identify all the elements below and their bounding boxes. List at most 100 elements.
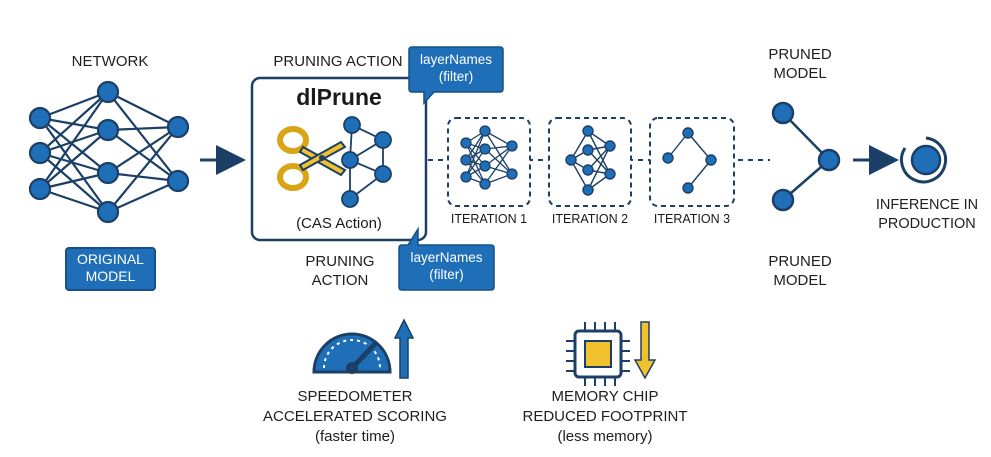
original-network-edge	[39, 91, 109, 154]
iteration-1-label: ITERATION 1	[450, 212, 528, 226]
iteration-1-network-edge	[465, 130, 486, 161]
original-network-edge	[107, 91, 179, 182]
original-network-edge	[107, 129, 179, 182]
pruned-model-top-label: PRUNED MODEL	[755, 45, 845, 83]
iteration-1-network-edge	[484, 145, 513, 185]
pruning-action-top-label: PRUNING ACTION	[273, 53, 403, 70]
callout-bottom-shape	[398, 226, 495, 291]
iteration-1-network	[460, 125, 518, 190]
callout-bottom-line-1: layerNames	[410, 250, 483, 265]
iteration-1-network-node	[460, 137, 472, 149]
original-network-node	[28, 177, 52, 201]
iteration-1-network-node	[506, 140, 518, 152]
scissors-icon	[277, 126, 347, 191]
original-network-node	[96, 161, 120, 185]
original-network-edge	[39, 171, 109, 191]
iteration-2-network-edge	[570, 159, 589, 191]
original-network-edge	[39, 187, 109, 214]
original-network-edge	[39, 129, 109, 190]
pruning-action-bottom-line-2: ACTION	[311, 272, 369, 289]
memory-caption-line-3: (less memory)	[557, 428, 653, 445]
original-network-node	[28, 141, 52, 165]
iteration-1-network-edge	[465, 130, 486, 178]
iteration-1-network-node	[479, 178, 491, 190]
iteration-2-network-edge	[587, 145, 611, 191]
iteration-1-network-edge	[484, 148, 513, 175]
memory-caption-line-2: REDUCED FOOTPRINT	[522, 408, 688, 425]
iteration-1-network-node	[479, 160, 491, 172]
iteration-3-box	[649, 117, 735, 207]
original-network-node	[28, 106, 52, 130]
iteration-2-network	[565, 125, 616, 196]
original-network-edge	[107, 171, 179, 183]
original-network-edge	[107, 126, 179, 174]
pruned-model-network	[771, 101, 841, 212]
iteration-2-network-node	[582, 125, 594, 137]
pruning-action-bottom-label: PRUNING ACTION	[290, 252, 390, 290]
pruning-action-bottom-line-1: PRUNING	[305, 253, 375, 270]
callout-top-line-1: layerNames	[419, 52, 493, 67]
callout-top-shape	[408, 46, 504, 105]
iteration-3-network	[662, 127, 717, 194]
inference-line-1: INFERENCE IN	[875, 197, 979, 213]
original-network-node	[96, 200, 120, 224]
inference-label: INFERENCE IN PRODUCTION	[868, 196, 986, 234]
callout-top: layerNames (filter)	[409, 51, 503, 85]
original-network-node	[166, 115, 190, 139]
network-label: NETWORK	[71, 53, 149, 70]
original-network-edge	[107, 179, 179, 214]
pruned-model-top-line-1: PRUNED	[768, 46, 832, 63]
original-network-edge	[39, 117, 109, 213]
iteration-3-label: ITERATION 3	[653, 212, 731, 226]
memory-caption-line-1: MEMORY CHIP	[551, 388, 659, 405]
original-network-edge	[107, 91, 179, 128]
callout-bottom-line-2: (filter)	[429, 267, 464, 282]
original-network-edge	[107, 125, 179, 132]
speedometer-caption-line-2: ACCELERATED SCORING	[263, 408, 447, 425]
iteration-2-label: ITERATION 2	[551, 212, 629, 226]
target-icon	[900, 136, 947, 184]
original-network-edge	[39, 117, 109, 174]
iteration-2-network-node	[565, 154, 577, 166]
speedometer-caption-line-1: SPEEDOMETER	[297, 388, 413, 405]
pruned-model-top-line-2: MODEL	[773, 65, 827, 82]
iteration-2-box	[548, 117, 632, 207]
speedometer-icon	[312, 332, 392, 374]
memory-chip-icon	[566, 322, 630, 386]
pruned-model-bottom-label: PRUNED MODEL	[755, 252, 845, 290]
iteration-1-network-node	[479, 125, 491, 137]
iteration-2-network-node	[604, 140, 616, 152]
original-network-node	[96, 118, 120, 142]
pruned-model-bottom-line-1: PRUNED	[768, 253, 832, 270]
memory-caption: MEMORY CHIP REDUCED FOOTPRINT (less memo…	[510, 387, 700, 447]
original-network-edge	[39, 91, 109, 190]
iteration-1-network-node	[506, 168, 518, 180]
original-network-edge	[39, 116, 109, 132]
iteration-1-network-edge	[484, 130, 513, 175]
original-network-edge	[39, 152, 109, 213]
speedometer-caption: SPEEDOMETER ACCELERATED SCORING (faster …	[250, 387, 460, 447]
down-arrow-icon	[633, 321, 657, 380]
callout-bottom: layerNames (filter)	[399, 249, 494, 283]
iteration-1-network-node	[460, 154, 472, 166]
pruned-model-bottom-line-2: MODEL	[773, 272, 827, 289]
original-network	[28, 80, 190, 224]
up-arrow-icon	[393, 318, 415, 379]
speedometer-caption-line-3: (faster time)	[314, 428, 395, 445]
iteration-2-network-node	[582, 144, 594, 156]
original-network-node	[166, 169, 190, 193]
original-model-badge: ORIGINAL MODEL	[65, 247, 156, 291]
dlprune-box	[250, 76, 428, 242]
inference-line-2: PRODUCTION	[878, 216, 976, 232]
callout-top-line-2: (filter)	[438, 69, 474, 84]
original-model-line-1: ORIGINAL	[77, 251, 144, 267]
iteration-2-network-node	[604, 168, 616, 180]
original-network-edge	[107, 126, 179, 213]
cas-action-label: (CAS Action)	[296, 215, 382, 232]
iteration-2-network-node	[582, 184, 594, 196]
iteration-1-network-node	[460, 171, 472, 183]
dlprune-title: dlPrune	[296, 84, 382, 110]
iteration-2-network-edge	[587, 130, 611, 175]
original-network-edge	[39, 151, 109, 175]
